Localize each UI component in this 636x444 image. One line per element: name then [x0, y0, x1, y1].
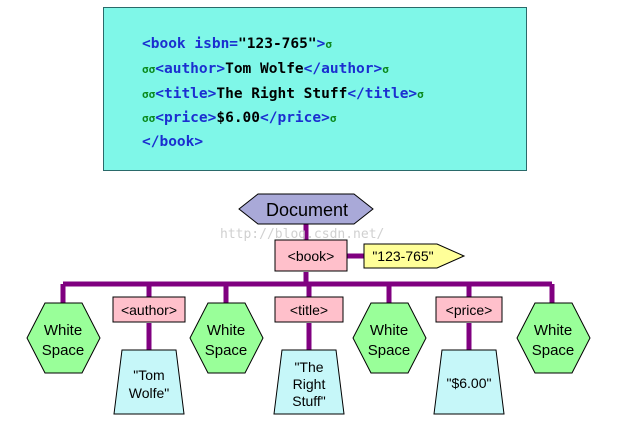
text-node-line: Wolfe" [129, 385, 170, 401]
code-close-tag: </author> [303, 61, 383, 77]
attribute-node [363, 243, 466, 269]
element-node-book [274, 239, 348, 272]
whitespace-glyph: σσ [142, 88, 156, 101]
whitespace-hexagon [189, 302, 264, 374]
text-node-author [113, 349, 185, 415]
code-close-tag: > [316, 36, 326, 52]
text-node-line: "The [294, 359, 323, 375]
whitespace-glyph: σ [325, 38, 332, 51]
whitespace-hexagon [352, 302, 427, 374]
whitespace-glyph: σσ [142, 63, 156, 76]
code-line: σσ<title>The Right Stuff</title>σ [142, 85, 424, 104]
code-close-tag: </book> [142, 134, 204, 150]
text-node-line: "$6.00" [447, 375, 492, 391]
code-open-tag: <book isbn= [142, 36, 239, 52]
whitespace-label-line2: Space [532, 342, 575, 359]
whitespace-glyph: σ [382, 63, 389, 76]
whitespace-glyph: σσ [142, 112, 156, 125]
whitespace-label-line2: Space [42, 342, 85, 359]
whitespace-hexagon [26, 302, 101, 374]
code-line: σσ<price>$6.00</price>σ [142, 109, 336, 128]
document-node [238, 193, 374, 225]
element-node-author [112, 296, 186, 323]
element-label-title: <title> [290, 302, 328, 318]
whitespace-label-line1: White [44, 322, 82, 339]
element-label-author: <author> [121, 302, 177, 318]
element-label-price: <price> [446, 302, 493, 318]
whitespace-node: White Space [352, 302, 427, 374]
whitespace-label-line1: White [370, 322, 408, 339]
code-line: <book isbn="123-765">σ [142, 35, 332, 54]
watermark: http://blog.csdn.net/ [220, 227, 384, 242]
whitespace-node: White Space [26, 302, 101, 374]
whitespace-glyph: σ [417, 88, 424, 101]
text-node-price [433, 349, 505, 415]
code-text: Tom Wolfe [225, 61, 304, 77]
code-open-tag: <price> [155, 110, 217, 126]
code-text: $6.00 [216, 110, 261, 126]
code-text: The Right Stuff [216, 86, 348, 102]
whitespace-node: White Space [516, 302, 591, 374]
document-label: Document [266, 200, 348, 220]
text-node-line: Stuff" [292, 393, 326, 409]
element-node-title [274, 296, 344, 323]
whitespace-label-line1: White [207, 322, 245, 339]
whitespace-label-line1: White [534, 322, 572, 339]
code-close-tag: </title> [347, 86, 418, 102]
text-node-line: Right [293, 376, 326, 392]
code-line: </book> [142, 133, 203, 151]
text-node-title [273, 349, 345, 415]
whitespace-label-line2: Space [368, 342, 411, 359]
attribute-label: "123-765" [372, 248, 433, 264]
xml-code-panel: <book isbn="123-765">σ σσ<author>Tom Wol… [103, 7, 527, 171]
whitespace-node: White Space [189, 302, 264, 374]
text-node-line: "Tom [133, 367, 164, 383]
code-open-tag: <title> [155, 86, 217, 102]
tree-connectors [60, 222, 555, 350]
whitespace-label-line2: Space [205, 342, 248, 359]
code-line: σσ<author>Tom Wolfe</author>σ [142, 60, 389, 79]
code-text: "123-765" [238, 36, 317, 52]
element-label-book: <book> [288, 248, 335, 264]
code-close-tag: </price> [260, 110, 330, 126]
whitespace-hexagon [516, 302, 591, 374]
element-node-price [435, 296, 503, 323]
code-open-tag: <author> [155, 61, 226, 77]
whitespace-glyph: σ [329, 112, 337, 125]
